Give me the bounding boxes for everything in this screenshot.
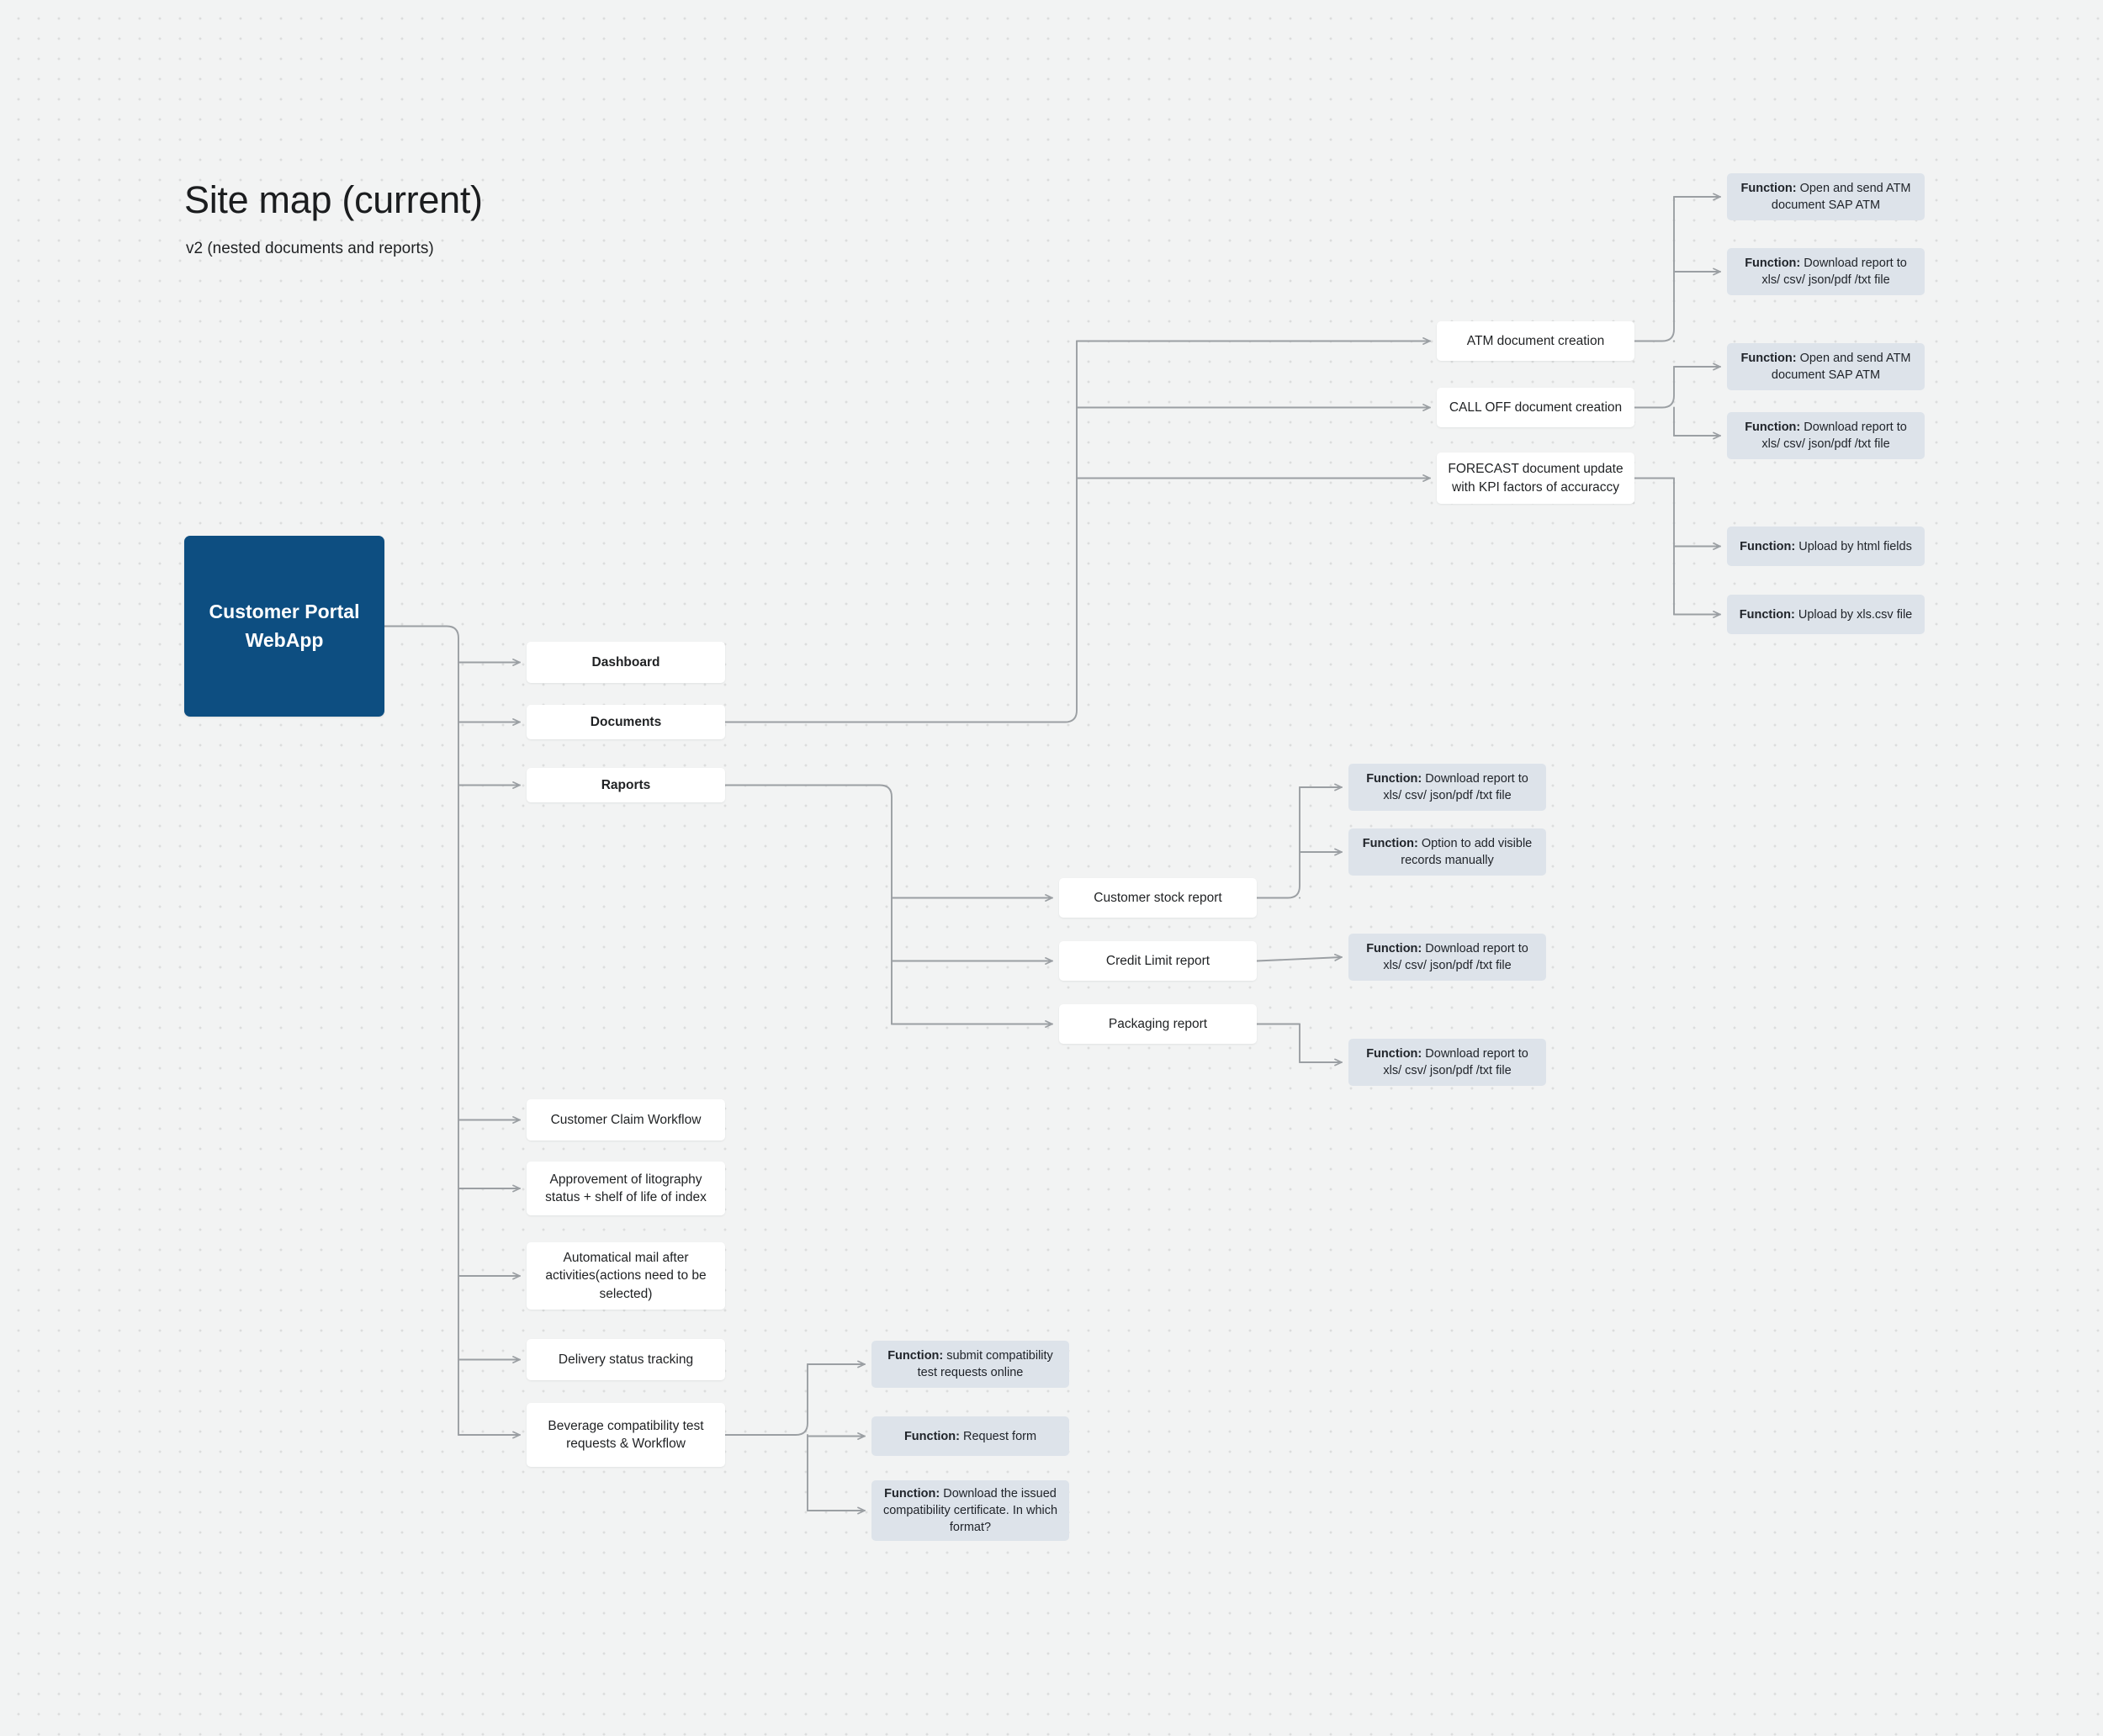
node-fn_calloff_open[interactable]: Function: Open and send ATM document SAP… — [1727, 343, 1925, 390]
node-fn_atm_open[interactable]: Function: Open and send ATM document SAP… — [1727, 173, 1925, 220]
node-fn_bev_submit[interactable]: Function: submit compatibility test requ… — [871, 1341, 1069, 1388]
node-fn_packaging_download[interactable]: Function: Download report to xls/ csv/ j… — [1348, 1039, 1546, 1086]
node-beverage[interactable]: Beverage compatibility test requests & W… — [527, 1403, 725, 1467]
node-label-prefix: Function: — [903, 1429, 960, 1443]
node-label-text: Download report to xls/ csv/ json/pdf /t… — [1383, 1047, 1528, 1077]
node-atm_doc[interactable]: ATM document creation — [1437, 321, 1634, 361]
node-litography[interactable]: Approvement of litography status + shelf… — [527, 1162, 725, 1215]
node-stock_report[interactable]: Customer stock report — [1059, 878, 1257, 918]
node-label-prefix: Function: — [1739, 607, 1795, 622]
node-label-text: Upload by html fields — [1795, 539, 1912, 553]
node-claim[interactable]: Customer Claim Workflow — [527, 1099, 725, 1141]
node-label-text: Download report to xls/ csv/ json/pdf /t… — [1383, 942, 1528, 972]
node-label-text: Option to add visible records manually — [1401, 837, 1533, 867]
node-label: Approvement of litography status + shelf… — [545, 1172, 707, 1204]
node-label: Customer Claim Workflow — [550, 1112, 702, 1127]
node-fn_upload_xls[interactable]: Function: Upload by xls.csv file — [1727, 595, 1925, 634]
node-fn_calloff_download[interactable]: Function: Download report to xls/ csv/ j… — [1727, 412, 1925, 459]
node-root[interactable]: Customer Portal WebApp — [184, 536, 384, 717]
node-label: Delivery status tracking — [558, 1352, 694, 1367]
page-subtitle: v2 (nested documents and reports) — [186, 239, 434, 257]
node-forecast_doc[interactable]: FORECAST document update with KPI factor… — [1437, 453, 1634, 504]
node-dashboard[interactable]: Dashboard — [527, 642, 725, 683]
node-label-text: Open and send ATM document SAP ATM — [1771, 352, 1911, 382]
node-label: Customer Portal WebApp — [209, 601, 360, 651]
node-label: CALL OFF document creation — [1449, 400, 1623, 415]
node-label-text: Download the issued compatibility certif… — [882, 1487, 1058, 1534]
node-label: Beverage compatibility test requests & W… — [548, 1418, 704, 1451]
node-label-prefix: Function: — [1740, 539, 1796, 553]
node-documents[interactable]: Documents — [527, 705, 725, 739]
node-fn_credit_download[interactable]: Function: Download report to xls/ csv/ j… — [1348, 934, 1546, 981]
node-label-prefix: Function: — [1366, 772, 1422, 786]
node-label-prefix: Function: — [1745, 257, 1801, 270]
node-label-prefix: Function: — [1366, 942, 1422, 955]
node-label-prefix: Function: — [1740, 352, 1797, 365]
node-label: Packaging report — [1108, 1016, 1208, 1031]
page-title: Site map (current) — [184, 178, 483, 221]
node-calloff_doc[interactable]: CALL OFF document creation — [1437, 388, 1634, 427]
node-label-prefix: Function: — [1745, 421, 1801, 434]
node-label-prefix: Function: — [1740, 182, 1797, 195]
node-fn_bev_cert[interactable]: Function: Download the issued compatibil… — [871, 1480, 1069, 1541]
node-label: Customer stock report — [1094, 890, 1222, 905]
node-label: Credit Limit report — [1105, 953, 1210, 968]
node-label-text: submit compatibility test requests onlin… — [917, 1349, 1053, 1379]
node-fn_stock_download[interactable]: Function: Download report to xls/ csv/ j… — [1348, 764, 1546, 811]
node-label-text: Upload by xls.csv file — [1794, 607, 1913, 622]
node-label-text: Download report to xls/ csv/ json/pdf /t… — [1761, 421, 1907, 451]
node-automail[interactable]: Automatical mail after activities(action… — [527, 1242, 725, 1310]
node-fn_stock_manual[interactable]: Function: Option to add visible records … — [1348, 828, 1546, 876]
node-delivery[interactable]: Delivery status tracking — [527, 1339, 725, 1380]
node-label-text: Download report to xls/ csv/ json/pdf /t… — [1383, 772, 1528, 802]
node-packaging_report[interactable]: Packaging report — [1059, 1004, 1257, 1044]
node-label-text: Open and send ATM document SAP ATM — [1771, 182, 1911, 212]
page-title-block: Site map (current) v2 (nested documents … — [184, 179, 483, 258]
node-label: Automatical mail after activities(action… — [545, 1250, 707, 1301]
node-raports[interactable]: Raports — [527, 768, 725, 802]
node-label-prefix: Function: — [1362, 837, 1418, 850]
node-fn_atm_download[interactable]: Function: Download report to xls/ csv/ j… — [1727, 248, 1925, 295]
node-label: Documents — [590, 714, 662, 729]
node-fn_upload_html[interactable]: Function: Upload by html fields — [1727, 527, 1925, 566]
node-label-text: Download report to xls/ csv/ json/pdf /t… — [1761, 257, 1907, 287]
node-label-prefix: Function: — [887, 1349, 944, 1363]
node-label: ATM document creation — [1466, 333, 1605, 348]
node-label-text: Request form — [959, 1429, 1037, 1443]
node-label: Dashboard — [591, 654, 660, 670]
node-label: FORECAST document update with KPI factor… — [1448, 462, 1624, 495]
node-label-prefix: Function: — [884, 1487, 940, 1500]
node-label-prefix: Function: — [1366, 1047, 1422, 1061]
node-credit_report[interactable]: Credit Limit report — [1059, 941, 1257, 981]
node-label: Raports — [601, 777, 651, 792]
node-fn_bev_form[interactable]: Function: Request form — [871, 1416, 1069, 1456]
